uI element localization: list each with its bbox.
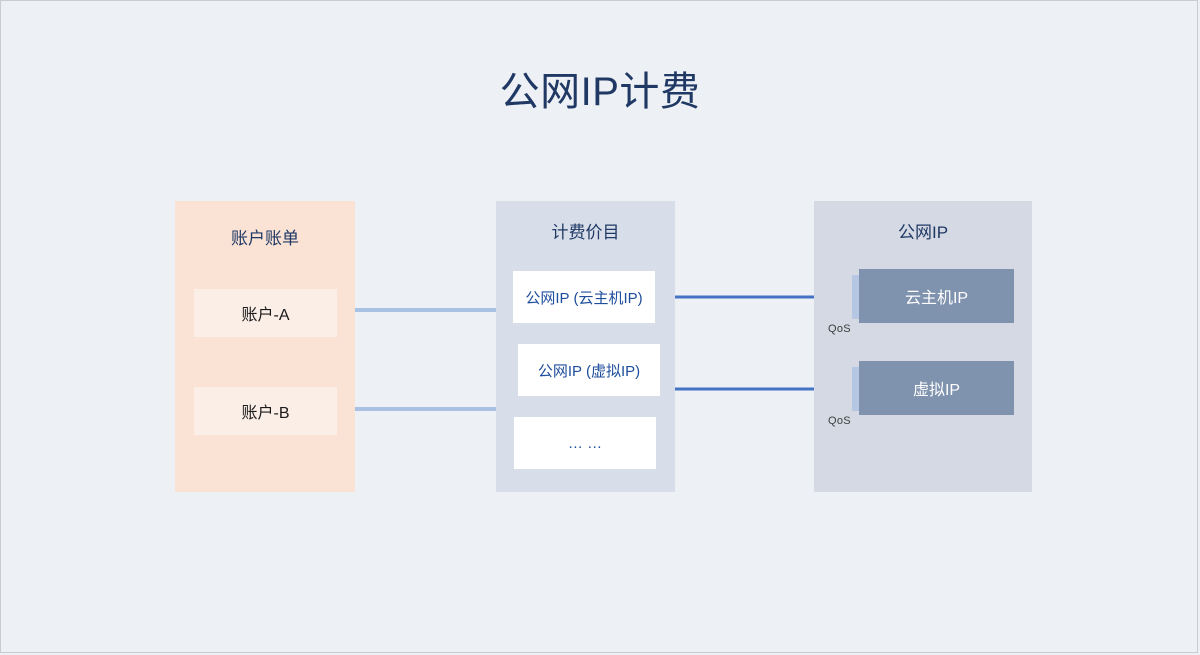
panel-public-ip-title: 公网IP bbox=[897, 223, 949, 242]
card-price-more-label: … … bbox=[567, 434, 603, 452]
panel-pricing-catalog: 计费价目 公网IP (云主机IP) 公网IP (虚拟IP) … … bbox=[496, 201, 675, 492]
arrow-pricing-to-account-a bbox=[337, 304, 509, 316]
card-price-virtual-ip[interactable]: 公网IP (虚拟IP) bbox=[518, 344, 660, 396]
card-account-b-label: 账户-B bbox=[241, 405, 290, 422]
page-title: 公网IP计费 bbox=[499, 70, 701, 114]
card-account-a-label: 账户-A bbox=[241, 307, 290, 324]
card-price-cloud-host-ip-label: 公网IP (云主机IP) bbox=[525, 289, 643, 307]
panel-public-ip: 公网IP 云主机IP QoS 虚拟IP QoS bbox=[814, 201, 1032, 492]
card-virtual-ip[interactable]: 虚拟IP bbox=[859, 361, 1014, 415]
card-cloud-host-ip[interactable]: 云主机IP bbox=[859, 269, 1014, 323]
qos-label-cloud-host-ip: QoS bbox=[828, 323, 851, 335]
card-account-b[interactable]: 账户-B bbox=[194, 387, 337, 435]
arrow-pricing-to-account-b bbox=[337, 403, 509, 415]
card-price-cloud-host-ip[interactable]: 公网IP (云主机IP) bbox=[513, 271, 655, 323]
card-virtual-ip-label: 虚拟IP bbox=[912, 382, 961, 399]
qos-label-virtual-ip: QoS bbox=[828, 415, 851, 427]
card-account-a[interactable]: 账户-A bbox=[194, 289, 337, 337]
card-cloud-host-ip-label: 云主机IP bbox=[904, 290, 969, 307]
panel-pricing-catalog-title: 计费价目 bbox=[551, 223, 620, 242]
card-price-more[interactable]: … … bbox=[514, 417, 656, 469]
panel-account-bills: 账户账单 账户-A 账户-B bbox=[175, 201, 355, 492]
panel-account-bills-title: 账户账单 bbox=[231, 229, 299, 248]
card-price-virtual-ip-label: 公网IP (虚拟IP) bbox=[537, 362, 641, 380]
